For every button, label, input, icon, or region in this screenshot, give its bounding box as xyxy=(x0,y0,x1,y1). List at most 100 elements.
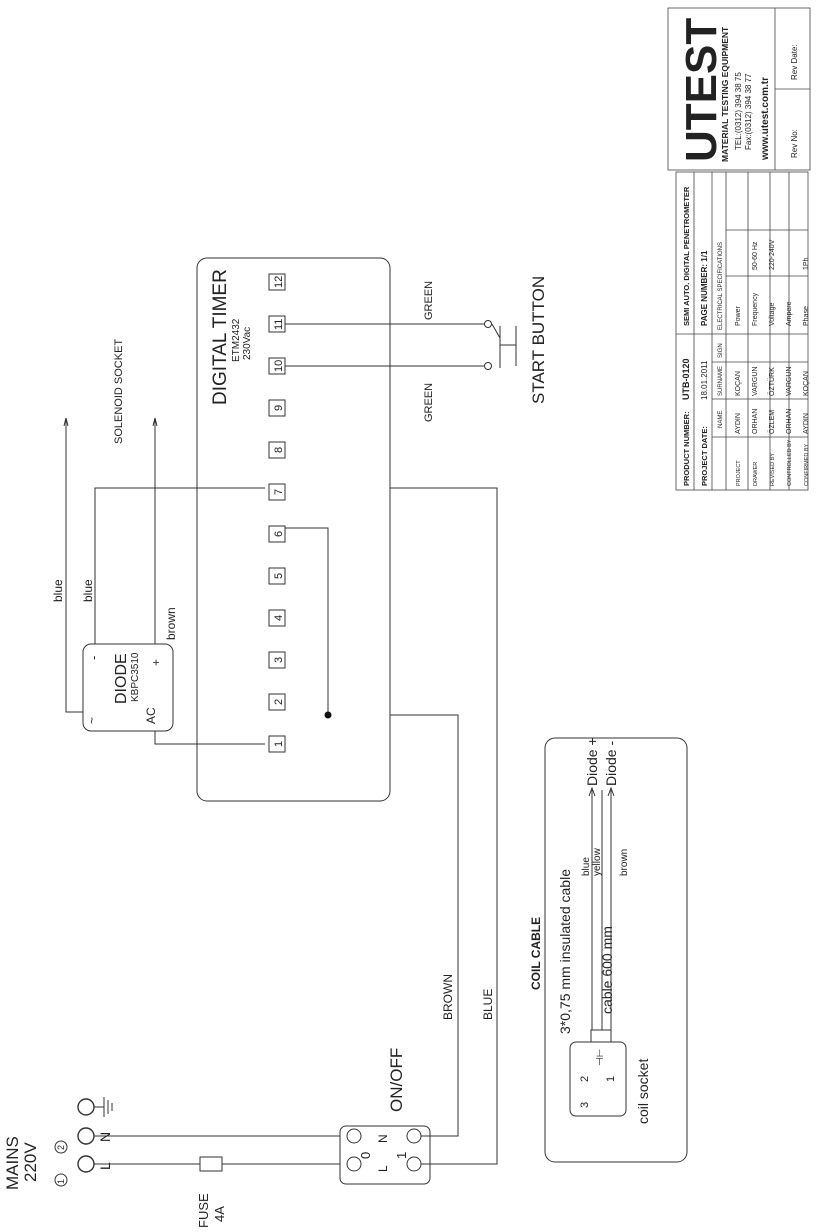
tb-logo: UTEST xyxy=(677,18,726,162)
tb-hdr-elec: ELECTRICAL SPECIFICATIONS xyxy=(718,242,724,330)
mains-voltage: 220V xyxy=(21,1142,40,1182)
coil-wire-blue: blue xyxy=(581,857,592,876)
tb-row-spec: Power xyxy=(735,305,742,326)
timer-terminal-label: 5 xyxy=(273,573,285,579)
tb-page-number: PAGE NUMBER: 1/1 xyxy=(700,250,709,326)
wire-blue-caps: BLUE xyxy=(481,989,495,1020)
timer-terminal-label: 11 xyxy=(273,319,285,330)
start-button-symbol: START BUTTON xyxy=(484,276,548,404)
tb-row-surname: KOÇAN xyxy=(735,371,742,396)
wire-blue-1: blue xyxy=(51,579,65,602)
timer-terminal-box xyxy=(268,399,286,417)
diode-plus: + xyxy=(149,659,163,666)
wire-brown-caps: BROWN xyxy=(441,974,455,1020)
wire-blue-2: blue xyxy=(81,579,95,602)
switch-zero: 0 xyxy=(358,1152,373,1159)
switch-label: ON/OFF xyxy=(387,1048,406,1112)
tb-row-name: AYDIN xyxy=(735,413,742,434)
coil-cable-desc: 3*0,75 mm insulated cable xyxy=(557,869,573,1034)
tb-rev-date: Rev Date: xyxy=(790,44,799,80)
tb-row-spec: Voltage xyxy=(769,303,776,326)
timer-terminal-box xyxy=(268,609,286,627)
diode-model: KBPC3510 xyxy=(130,652,141,702)
tb-project-date: 18.01.2011 xyxy=(700,360,709,400)
tb-hdr-sign: SIGN xyxy=(718,343,724,358)
tb-rev-no: Rev No: xyxy=(790,129,799,158)
tb-product-number-label: PRODUCT NUMBER: xyxy=(682,411,691,486)
diode-ac: AC xyxy=(144,707,158,724)
coil-diode-plus: Diode + xyxy=(584,737,600,786)
timer-terminal-box xyxy=(268,441,286,459)
timer-terminal-box xyxy=(268,735,286,753)
tb-product-name: SEMI AUTO. DIGITAL PENETROMETER xyxy=(682,186,691,326)
timer-terminal-label: 3 xyxy=(273,657,285,663)
mains-n: N xyxy=(97,1132,113,1142)
solenoid-socket-label: SOLENOID SOCKET xyxy=(113,339,125,444)
tb-row-val: 50-60 Hz xyxy=(752,241,759,270)
tb-product-number: UTB-0120 xyxy=(681,358,691,400)
start-button-label: START BUTTON xyxy=(529,276,548,404)
timer-terminal-label: 2 xyxy=(273,699,285,705)
tb-row-val: 1Ph xyxy=(803,257,810,270)
tb-row-name: AYDIN xyxy=(803,413,810,434)
wire-green-1: GREEN xyxy=(423,281,435,320)
coil-socket-label: coil socket xyxy=(635,1059,651,1124)
mains-l: L xyxy=(97,1162,113,1170)
coil-wire-yellow: yellow xyxy=(592,847,603,876)
coil-diode-minus: Diode - xyxy=(603,741,619,786)
timer-terminal-box xyxy=(268,693,286,711)
timer-terminal-box xyxy=(268,273,286,291)
switch-n: N xyxy=(376,1134,390,1143)
tb-row-role: CONTROLLED BY xyxy=(787,439,793,486)
tb-row-surname: KOÇAN xyxy=(803,371,810,396)
mains-label: MAINS xyxy=(3,1136,22,1190)
timer-terminal-box xyxy=(268,525,286,543)
switch-l: L xyxy=(376,1165,390,1172)
timer-terminal-box xyxy=(268,483,286,501)
tb-row-surname: VARGUN xyxy=(752,367,759,396)
tb-rows: PROJECTAYDINKOÇANPowerDRAWERORHANVARGUNF… xyxy=(735,239,810,486)
diode-title: DIODE xyxy=(113,653,130,704)
timer-terminal-label: 9 xyxy=(273,405,285,411)
coil-pin-2: 2 xyxy=(579,1076,591,1082)
timer-title: DIGITAL TIMER xyxy=(210,269,231,405)
timer-terminal-label: 7 xyxy=(273,489,285,495)
title-block: PRODUCT NUMBER: UTB-0120 SEMI AUTO. DIGI… xyxy=(667,7,811,491)
coil-pin-3: 3 xyxy=(579,1102,591,1108)
timer-terminal-label: 6 xyxy=(273,531,285,537)
digital-timer: DIGITAL TIMER ETM2432 230Vac 12345678910… xyxy=(196,257,391,802)
coil-pin-1: 1 xyxy=(605,1076,617,1082)
tb-hdr-name: NAME xyxy=(718,411,724,428)
timer-terminal-label: 10 xyxy=(273,360,285,372)
timer-terminal-label: 12 xyxy=(273,276,285,288)
timer-terminal-box xyxy=(268,651,286,669)
tb-hdr-surname: SURNAME xyxy=(718,366,724,396)
tb-project-date-label: PROJECT DATE: xyxy=(700,426,709,486)
timer-terminal-label: 4 xyxy=(273,615,285,621)
timer-terminal-label: 8 xyxy=(273,447,285,453)
wire-green-2: GREEN xyxy=(423,383,435,422)
tb-tel: TEL:(0312) 394 38 75 xyxy=(734,72,743,150)
tb-row-spec: Phase xyxy=(803,306,810,326)
coil-wire-brown: brown xyxy=(619,849,630,876)
timer-terminal-box xyxy=(268,567,286,585)
onoff-switch: L N 0 1 ON/OFF xyxy=(339,1048,431,1185)
fuse-label: FUSE xyxy=(196,1193,211,1228)
tb-row-surname: ÖZTÜRK xyxy=(768,367,776,396)
tb-row-role: DRAWER xyxy=(753,462,759,486)
tb-row-surname: VARGUN xyxy=(786,367,793,396)
diode-minus: - xyxy=(86,656,101,660)
wire-brown: brown xyxy=(164,607,178,640)
fuse-rating: 4A xyxy=(212,1206,227,1222)
tb-fax: Fax:(0312) 394 38 77 xyxy=(744,73,753,150)
tb-company: MATERIAL TESTING EQUIPMENT xyxy=(720,26,730,162)
tb-row-val: 220-240V xyxy=(769,239,776,270)
coil-length: cable 600 mm xyxy=(599,926,615,1014)
fuse: FUSE 4A xyxy=(196,1156,340,1228)
mains-circle-1: 1 xyxy=(56,1179,66,1184)
tb-row-spec: Frequency xyxy=(752,292,759,326)
timer-terminal-label: 1 xyxy=(273,741,285,747)
tb-row-name: ÖZLEM xyxy=(768,410,776,434)
